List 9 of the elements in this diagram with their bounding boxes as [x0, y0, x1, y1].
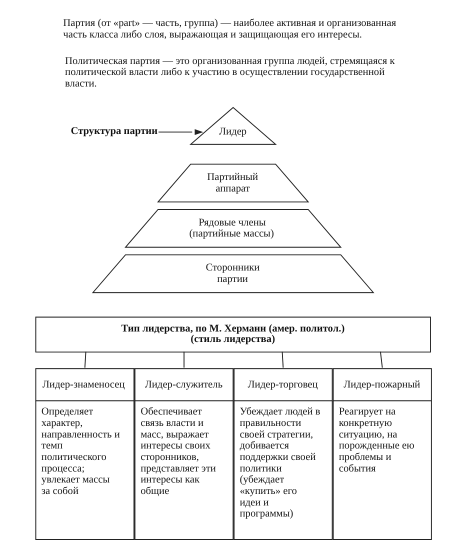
connector	[281, 351, 284, 368]
node-text: Структура партии	[70, 126, 158, 137]
connector	[183, 351, 184, 368]
connector	[379, 351, 382, 368]
label: Политическая партия — это организованная группа людей, стремящаяся к политической власти либо к участию в осуществлении государственной власти.	[64, 56, 394, 90]
label: Партия (от «part» — часть, группа) — наиболее активная и организованная часть класса либо слоя, выражающая и защищающая его интересы.	[62, 18, 396, 40]
connector	[84, 351, 86, 368]
node-box: Тип лидерства, по М. Херманн (амер. политол.) (стиль лидерства)	[34, 316, 430, 353]
arrow	[158, 129, 203, 136]
